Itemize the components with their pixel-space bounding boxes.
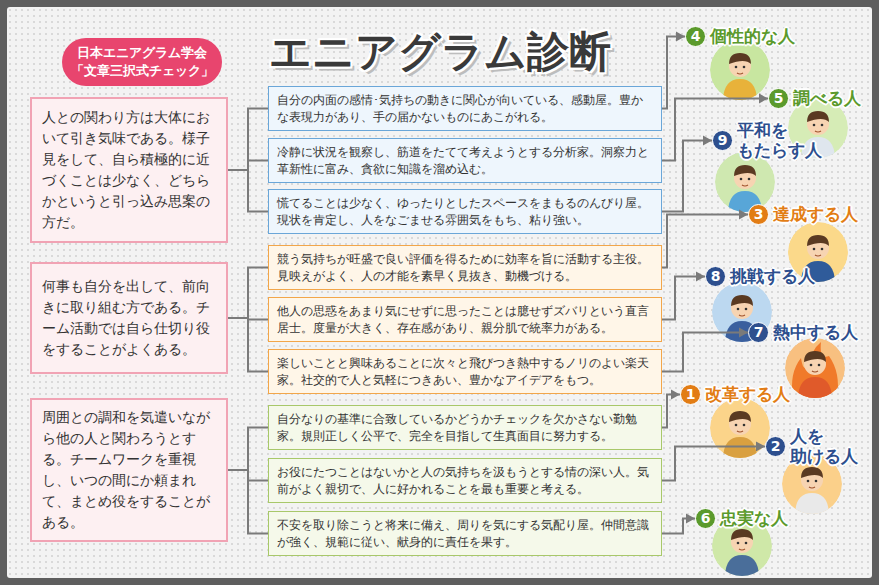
box-text: 日本エニアグラム学会 「文章三択式チェック」 [70, 44, 214, 79]
arrow-head [676, 32, 685, 42]
arrow-head [686, 514, 695, 524]
person-figure [710, 40, 770, 102]
question-box: 人との関わり方は大体において引き気味である。様子見をして、自ら積極的に近づくこと… [30, 97, 228, 243]
person-figure [785, 338, 845, 400]
person-figure [715, 152, 775, 214]
description-box: 冷静に状況を観察し、筋道をたてて考えようとする分析家。洞察力と革新性に富み、貪欲… [268, 138, 662, 183]
connector [662, 215, 748, 268]
question-box: 何事も自分を出して、前向きに取り組む方である。チーム活動では自ら仕切り役をするこ… [30, 262, 228, 374]
type-name: 達成する人 [773, 204, 858, 224]
connector [662, 140, 712, 211]
type-label: 8挑戦する人 [705, 266, 815, 287]
box-text: 周囲との調和を気遣いながら他の人と関わろうとする。チームワークを重視し、いつの間… [42, 407, 216, 533]
connector [228, 318, 268, 372]
description-box: お役にたつことはないかと人の気持ちを汲もうとする情の深い人。気前がよく親切で、人… [268, 458, 662, 503]
title-text: エニアグラム診断 [245, 24, 635, 80]
arrow-head [671, 390, 680, 400]
description-box: 競う気持ちが旺盛で良い評価を得るために効率を旨に活動する主役。見映えがよく、人の… [268, 245, 662, 290]
description-box: 他人の思惑をあまり気にせずに思ったことは臆せずズバリという直言居士。度量が大きく… [268, 297, 662, 342]
type-number: 2 [765, 436, 786, 457]
connector [228, 428, 268, 471]
description-box: 慌てることは少なく、ゆったりとしたスペースをまもるのんびり屋。現状を肯定し、人を… [268, 189, 662, 234]
type-number: 1 [680, 384, 701, 405]
type-name: 個性的な人 [710, 26, 795, 46]
type-name: 調べる人 [793, 88, 861, 108]
description-box: 自分なりの基準に合致しているかどうかチェックを欠かさない勤勉家。規則正しく公平で… [268, 405, 662, 450]
connector [228, 161, 268, 171]
connector [662, 446, 765, 480]
box-text: 何事も自分を出して、前向きに取り組む方である。チーム活動では自ら仕切り役をするこ… [42, 276, 216, 360]
person-figure [710, 398, 770, 460]
type-label: 5調べる人 [768, 88, 861, 109]
description-box: 不安を取り除こうと将来に備え、周りを気にする気配り屋。仲間意識が強く、規範に従い… [268, 511, 662, 556]
arrow-head [703, 135, 712, 145]
type-number: 5 [768, 88, 789, 109]
connector [228, 268, 268, 319]
type-number: 4 [685, 26, 706, 47]
type-label: 6忠実な人 [695, 508, 788, 529]
connector [228, 109, 268, 171]
question-box: 周囲との調和を気遣いながら他の人と関わろうとする。チームワークを重視し、いつの間… [30, 398, 228, 542]
arrow-head [739, 328, 748, 338]
box-text: 慌てることは少なく、ゆったりとしたスペースをまもるのんびり屋。現状を肯定し、人を… [277, 195, 653, 229]
source-badge: 日本エニアグラム学会 「文章三択式チェック」 [62, 38, 222, 86]
type-label: 1改革する人 [680, 384, 790, 405]
box-text: 人との関わり方は大体において引き気味である。様子見をして、自ら積極的に近づくこと… [42, 107, 216, 233]
box-text: 不安を取り除こうと将来に備え、周りを気にする気配り屋。仲間意識が強く、規範に従い… [277, 517, 653, 551]
type-number: 8 [705, 266, 726, 287]
arrow-head [759, 94, 768, 104]
type-label: 3達成する人 [748, 204, 858, 225]
type-label: 9平和を もたらす人 [712, 120, 833, 161]
connector [228, 170, 268, 212]
arrow-head [696, 272, 705, 282]
type-number: 6 [695, 508, 716, 529]
connector [662, 277, 705, 320]
arrow-head [739, 210, 748, 220]
type-label: 4個性的な人 [685, 26, 795, 47]
connector [228, 470, 268, 534]
type-name: 忠実な人 [720, 508, 788, 528]
connector [662, 333, 748, 372]
box-text: 競う気持ちが旺盛で良い評価を得るために効率を旨に活動する主役。見映えがよく、人の… [277, 251, 653, 285]
description-box: 楽しいことと興味あることに次々と飛びつき熱中するノリのよい楽天家。社交的で人と気… [268, 349, 662, 394]
box-text: 他人の思惑をあまり気にせずに思ったことは臆せずズバリという直言居士。度量が大きく… [277, 303, 653, 337]
box-text: 楽しいことと興味あることに次々と飛びつき熱中するノリのよい楽天家。社交的で人と気… [277, 355, 653, 389]
type-label: 2人を 助ける人 [765, 426, 866, 467]
type-label: 7熱中する人 [748, 322, 858, 343]
person-figure [712, 282, 772, 344]
type-name: 改革する人 [705, 384, 790, 404]
type-name: 挑戦する人 [730, 266, 815, 286]
type-name: 人を 助ける人 [790, 426, 866, 467]
box-text: 自分なりの基準に合致しているかどうかチェックを欠かさない勤勉家。規則正しく公平で… [277, 411, 653, 445]
box-text: 自分の内面の感情･気持ちの動きに関心が向いている、感動屋。豊かな表現力があり、手… [277, 92, 653, 126]
type-number: 3 [748, 204, 769, 225]
type-number: 7 [748, 322, 769, 343]
box-text: お役にたつことはないかと人の気持ちを汲もうとする情の深い人。気前がよく親切で、人… [277, 464, 653, 498]
type-name: 平和を もたらす人 [737, 120, 833, 161]
description-box: 自分の内面の感情･気持ちの動きに関心が向いている、感動屋。豊かな表現力があり、手… [268, 86, 662, 131]
type-name: 熱中する人 [773, 322, 858, 342]
type-number: 9 [712, 130, 733, 151]
arrow-head [756, 441, 765, 451]
box-text: 冷静に状況を観察し、筋道をたてて考えようとする分析家。洞察力と革新性に富み、貪欲… [277, 144, 653, 178]
